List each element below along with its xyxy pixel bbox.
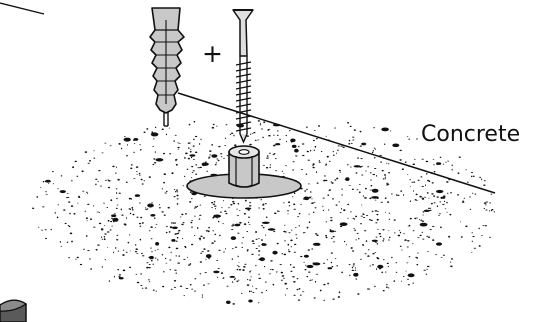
edge-line-top — [0, 2, 45, 15]
screw-icon — [232, 9, 254, 144]
surface-edge-line — [177, 92, 496, 194]
wall-plug-icon — [149, 7, 185, 127]
plate-washer-icon — [186, 145, 302, 199]
plus-label: + — [202, 39, 223, 68]
material-label: Concrete — [421, 122, 521, 147]
cylinder-icon — [0, 299, 28, 322]
